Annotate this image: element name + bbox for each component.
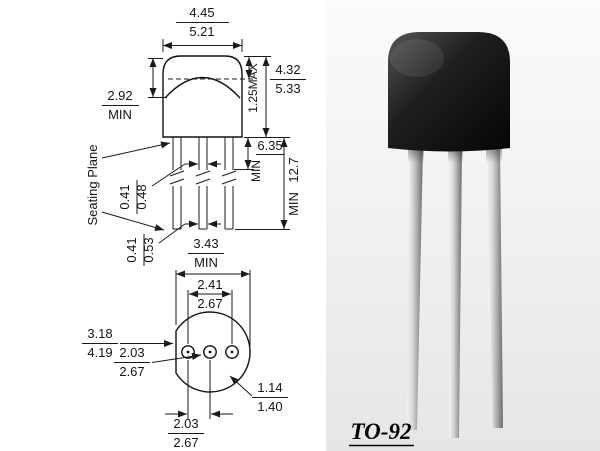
dim-lead-width-upper-den: 0.48: [134, 184, 149, 209]
transistor-leg-left: [407, 146, 423, 430]
dim-body-height-num: 4.32: [275, 62, 300, 77]
dim-body-height-den: 5.33: [275, 81, 300, 96]
dim-lead-width-lower-den: 0.53: [141, 237, 156, 262]
dim-lead-span-num: 2.41: [197, 277, 222, 292]
package-body-outline: [162, 55, 243, 138]
transistor-leg-right: [487, 146, 503, 428]
body-gloss-highlight: [390, 39, 444, 77]
seating-plane: Seating Plane: [85, 141, 171, 231]
transistor-body: [388, 32, 510, 152]
dim-dome-height-num: 2.92: [107, 88, 132, 103]
dim-lead-pitch-den: 2.67: [173, 435, 198, 450]
dim-lead-exposed-den: MIN: [249, 160, 263, 182]
leg-shadow-left: [408, 147, 424, 163]
package-dome-arc: [164, 76, 241, 99]
dim-body-depth: 3.18 4.19: [82, 326, 173, 360]
dim-body-width: 4.45 5.21: [162, 5, 243, 52]
dim-body-width-num: 4.45: [189, 5, 214, 20]
lead-hole-3-center: [230, 350, 234, 354]
dim-cap-height-label: 1.25MAX: [246, 63, 260, 112]
dim-lead-width-upper: 0.41 0.48: [117, 160, 221, 214]
leg-shadow-right: [486, 147, 502, 163]
dim-lead-width-lower: 0.41 0.53: [124, 220, 221, 266]
dim-flat-width-num: 3.43: [193, 236, 218, 251]
package-caption: TO-92: [351, 419, 412, 444]
dim-lead-width-lower-num: 0.41: [124, 237, 139, 262]
dim-lead-pitch: 2.03 2.67: [165, 360, 233, 450]
dim-lead-width-upper-num: 0.41: [117, 184, 132, 209]
transistor-photo: TO-92: [326, 0, 600, 451]
dim-center-offset-den: 2.67: [119, 364, 144, 379]
dim-lead-span-den: 2.67: [197, 296, 222, 311]
dim-cap-height: 1.25MAX: [245, 57, 260, 113]
dim-lead-exposed: 6.35 MIN: [234, 138, 284, 182]
dim-lead-length-num: 12.7: [286, 157, 301, 182]
dim-body-depth-num: 3.18: [87, 326, 112, 341]
dim-lead-thickness-num: 1.14: [257, 380, 282, 395]
dim-center-offset-num: 2.03: [119, 345, 144, 360]
package-bottom-outline: [175, 311, 251, 393]
lead-hole-2-center: [208, 350, 212, 354]
dim-lead-exposed-num: 6.35: [257, 138, 282, 153]
package-leads-front: [169, 137, 237, 230]
package-body-front: [162, 55, 254, 138]
lead-hole-1-center: [186, 350, 190, 354]
dim-flat-width-den: MIN: [194, 255, 218, 270]
dim-lead-length: 12.7 MIN: [235, 138, 301, 230]
lead-hole-3: [225, 345, 239, 359]
dim-dome-height-den: MIN: [108, 107, 132, 122]
dim-center-offset: 2.03 2.67: [114, 345, 202, 379]
dim-body-width-den: 5.21: [189, 24, 214, 39]
dim-dome-height: 2.92 MIN: [102, 58, 167, 122]
lead-hole-2: [203, 345, 217, 359]
front-view-drawing: 4.45 5.21 2.92 MIN 1.25MAX: [85, 5, 306, 266]
seating-plane-label: Seating Plane: [85, 145, 100, 226]
bottom-body-outline: [175, 311, 251, 393]
dim-body-height: 4.32 5.33: [244, 56, 306, 138]
dim-flat-width: 3.43 MIN: [175, 236, 251, 346]
dim-lead-length-den: MIN: [286, 192, 301, 216]
dim-lead-span: 2.41 2.67: [187, 277, 233, 344]
lead-hole-1: [181, 345, 195, 359]
dim-lead-pitch-num: 2.03: [173, 416, 198, 431]
dim-lead-thickness: 1.14 1.40: [229, 375, 288, 414]
dim-lead-thickness-den: 1.40: [257, 399, 282, 414]
transistor-leg-middle: [449, 146, 462, 438]
bottom-view-drawing: 3.43 MIN 2.41 2.67 3.18: [82, 236, 288, 450]
dim-body-depth-den: 4.19: [87, 345, 112, 360]
